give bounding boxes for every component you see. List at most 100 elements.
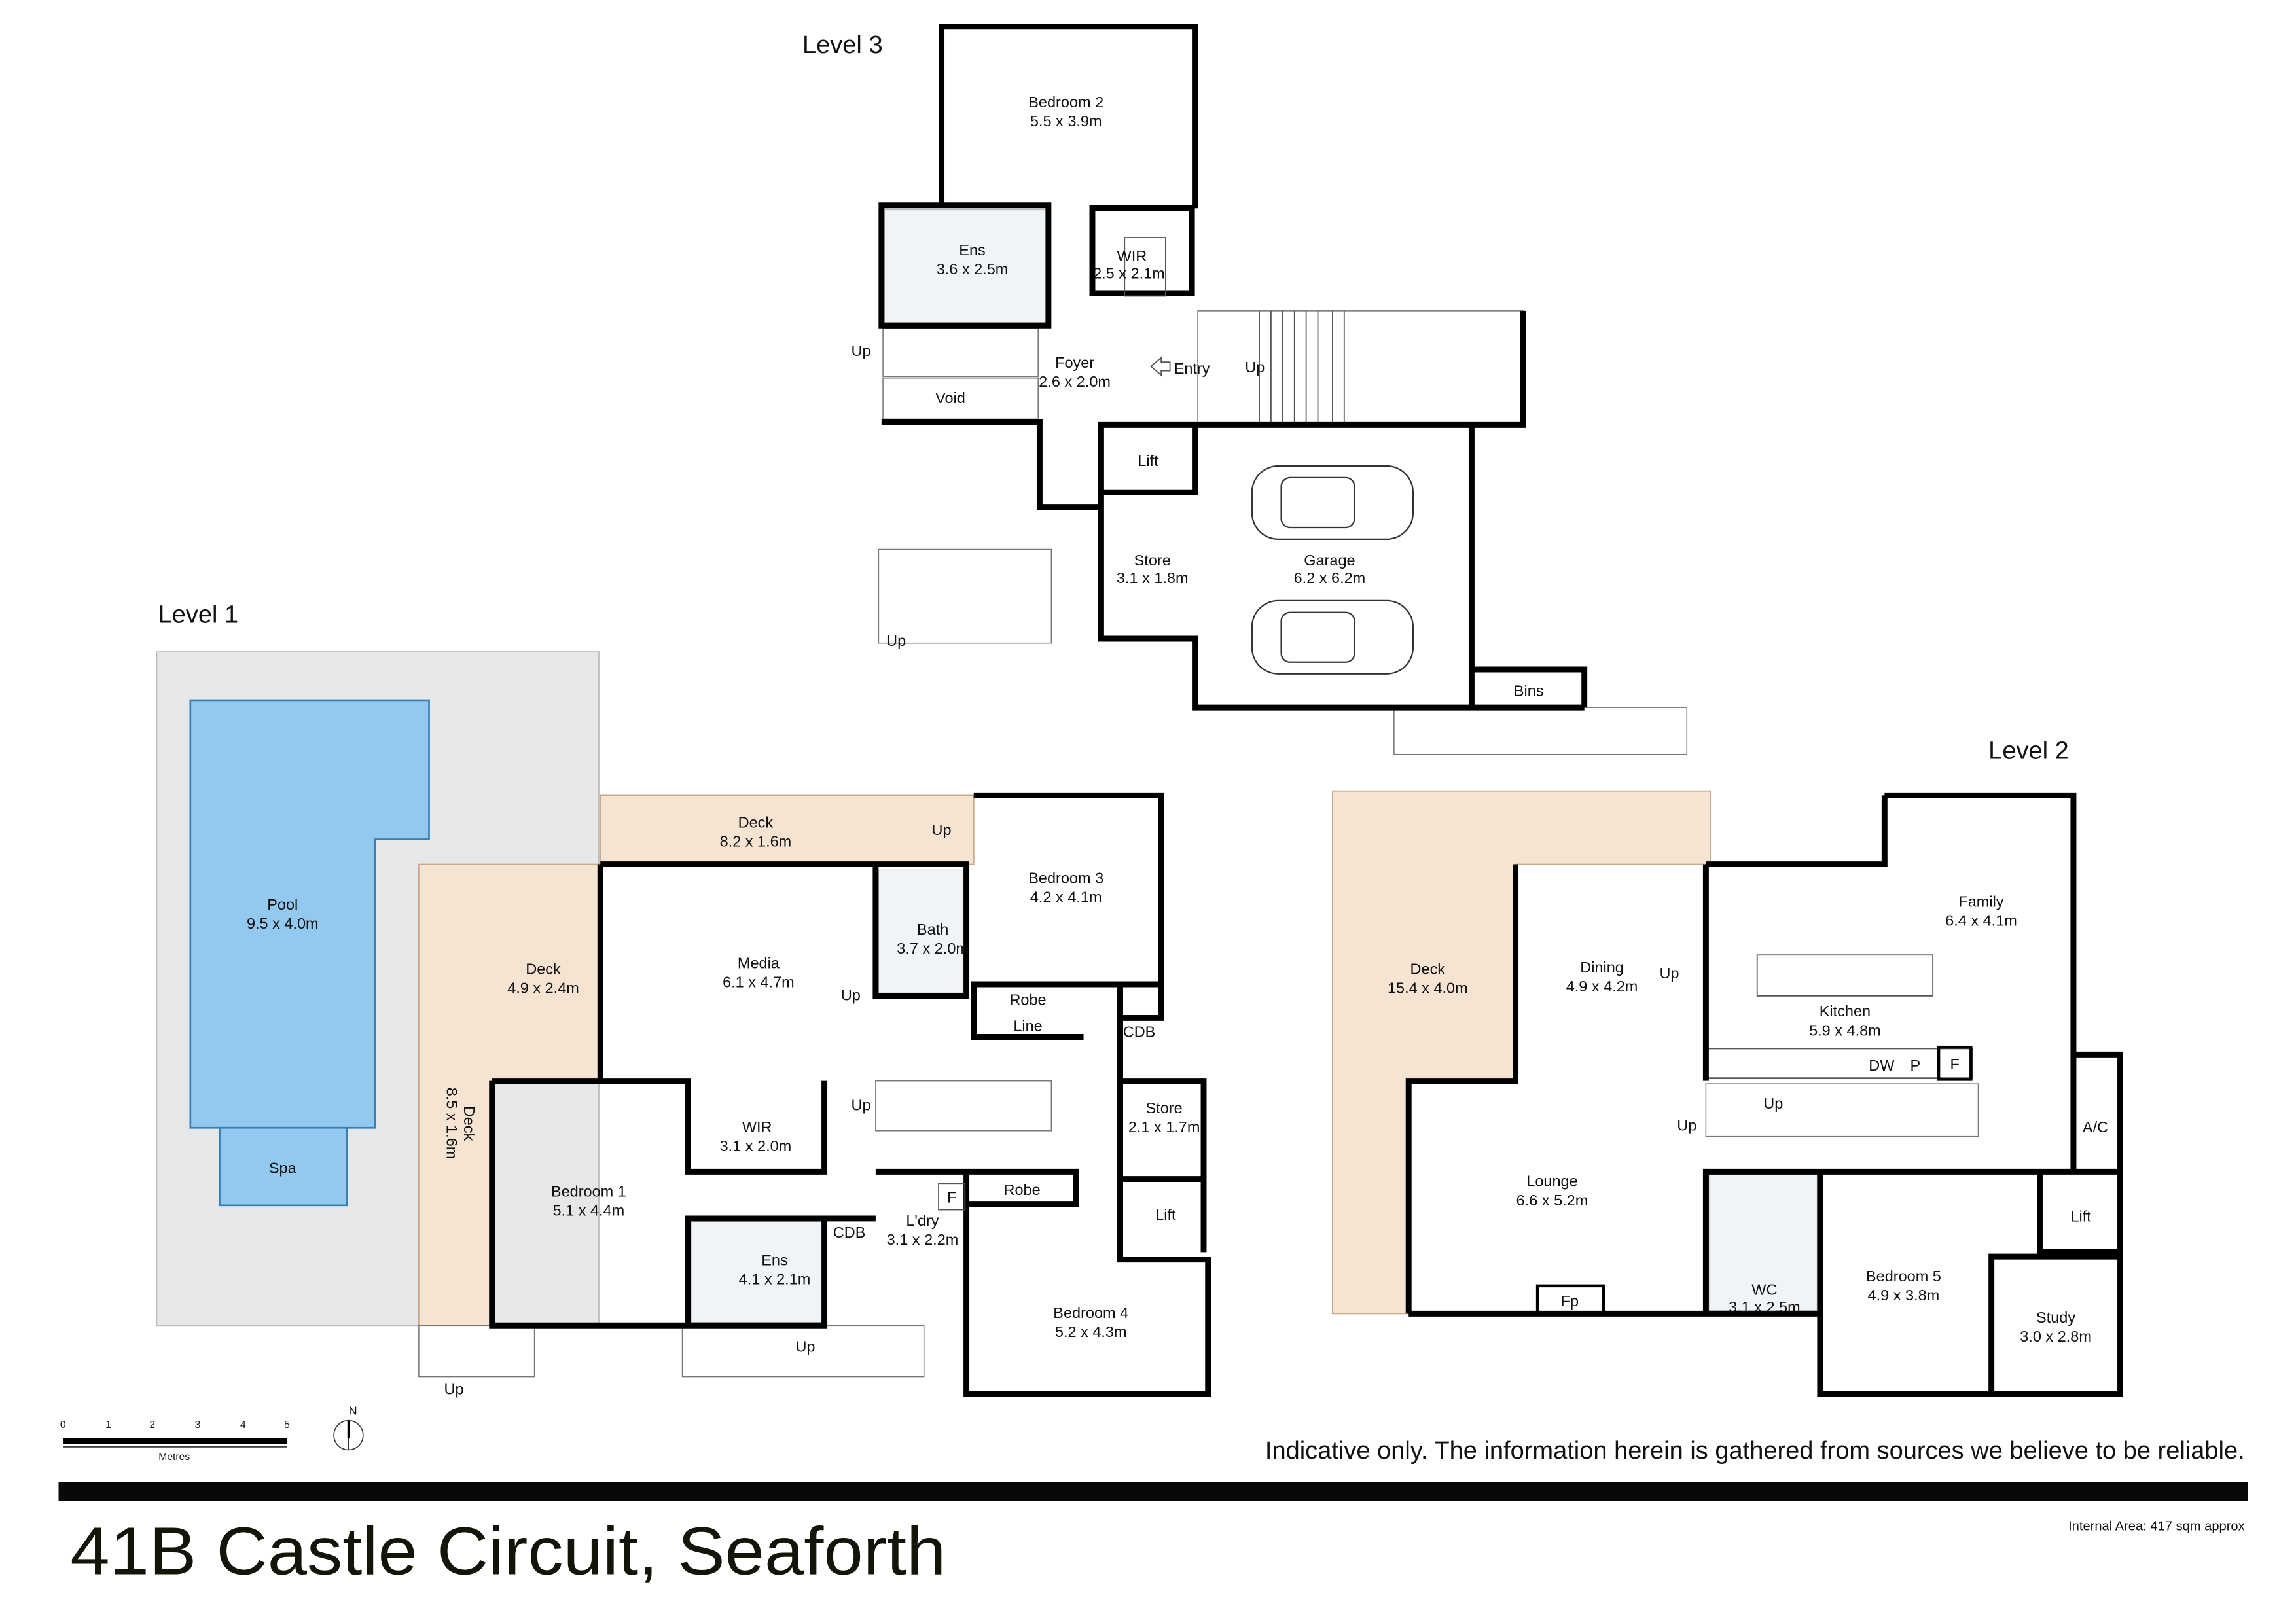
room-name: L'dry: [906, 1212, 939, 1229]
wc-floor: [1708, 1174, 1818, 1311]
room-dims: 4.9 x 4.2m: [1566, 978, 1638, 995]
room-dims: 3.6 x 2.5m: [937, 260, 1009, 277]
room-dims: 2.1 x 1.7m: [1128, 1118, 1200, 1135]
kitchen-island: [1756, 954, 1934, 997]
stairs: [875, 1080, 1052, 1132]
level-3-title: Level 3: [802, 31, 883, 59]
room-dims: 15.4 x 4.0m: [1388, 979, 1468, 996]
fridge-label: F: [1950, 1056, 1960, 1073]
room-dims: 5.5 x 3.9m: [1030, 113, 1102, 130]
room-dims: 3.0 x 2.8m: [2020, 1328, 2092, 1345]
room-name: Kitchen: [1820, 1003, 1871, 1020]
up-label: Up: [886, 632, 906, 649]
spa: [219, 1126, 348, 1207]
scale-unit: Metres: [158, 1452, 190, 1463]
room-name: WIR: [1117, 247, 1147, 264]
wardrobe: [1124, 237, 1166, 297]
room-dims: 2.6 x 2.0m: [1039, 373, 1111, 390]
lift-label: Lift: [1155, 1206, 1176, 1223]
room-name: Bedroom 1: [551, 1183, 626, 1200]
room-name: Family: [1958, 893, 2003, 910]
kitchen-bench: [1705, 1048, 1973, 1079]
room-name: Bath: [917, 921, 948, 938]
room-name: Pool: [267, 896, 298, 913]
robe-label: Robe: [1004, 1181, 1041, 1198]
internal-area: Internal Area: 417 sqm approx: [2068, 1519, 2245, 1533]
bins-label: Bins: [1514, 682, 1544, 699]
room-name: Bedroom 5: [1866, 1268, 1941, 1285]
car-icon: [1251, 465, 1414, 540]
room-dims: 6.2 x 6.2m: [1294, 569, 1366, 586]
room-dims: 8.5 x 1.6m: [443, 1088, 460, 1160]
deck: [1331, 790, 1711, 1315]
room-dims: 6.4 x 4.1m: [1945, 912, 2017, 929]
room-dims: 2.5 x 2.1m: [1093, 265, 1165, 282]
room-name: Store: [1146, 1099, 1183, 1116]
north-label: N: [349, 1404, 357, 1418]
fireplace: [1535, 1284, 1605, 1315]
fridge-space: [1937, 1045, 1973, 1081]
room-name: Deck: [461, 1106, 478, 1141]
level-2-plan: Level 2 Deck 15.4 x 4.0m Dining 4.9 x 4.…: [1331, 737, 2124, 1397]
stairs: [418, 1325, 535, 1378]
room-name: Deck: [526, 960, 561, 977]
stairs: [681, 1325, 925, 1378]
lift-label: Lift: [2070, 1207, 2091, 1224]
room-dims: 3.1 x 1.8m: [1117, 569, 1189, 586]
room-dims: 3.1 x 2.0m: [720, 1137, 792, 1154]
room-name: Foyer: [1055, 354, 1094, 371]
lift-label: Lift: [1138, 452, 1158, 469]
room-dims: 3.1 x 2.5m: [1729, 1298, 1801, 1315]
room-dims: 5.1 x 4.4m: [553, 1202, 625, 1219]
room-name: Media: [738, 954, 780, 971]
up-label: Up: [932, 821, 952, 838]
property-address: 41B Castle Circuit, Seaforth: [70, 1514, 946, 1589]
room-dims: 5.2 x 4.3m: [1055, 1323, 1127, 1340]
room-name: Deck: [738, 814, 774, 831]
room-name: Bedroom 4: [1053, 1304, 1128, 1321]
scale-tick: 0: [60, 1419, 66, 1431]
room-name: Study: [2036, 1309, 2075, 1326]
room-dims: 4.2 x 4.1m: [1030, 889, 1102, 906]
up-label: Up: [841, 987, 861, 1004]
scale-tick: 3: [195, 1419, 201, 1431]
room-dims: 5.9 x 4.8m: [1809, 1022, 1881, 1039]
deck-upper: [600, 794, 975, 865]
room-dims: 6.1 x 4.7m: [723, 973, 795, 990]
room-name: Garage: [1304, 552, 1355, 569]
void-label: Void: [935, 389, 965, 406]
ac-label: A/C: [2083, 1118, 2108, 1135]
room-name: Dining: [1580, 959, 1624, 976]
linen-label: Line: [1013, 1018, 1042, 1035]
stairs: [1705, 1083, 1979, 1137]
cupboard-label: CDB: [833, 1224, 866, 1241]
up-label: Up: [1763, 1095, 1783, 1112]
room-name: Lounge: [1526, 1173, 1577, 1190]
level-2-title: Level 2: [1988, 737, 2069, 764]
robe-label: Robe: [1009, 991, 1046, 1008]
room-dims: 3.7 x 2.0m: [897, 940, 969, 957]
divider-bar: [58, 1482, 2248, 1501]
room-dims: 8.2 x 1.6m: [720, 833, 792, 850]
up-label: Up: [444, 1380, 464, 1397]
room-name: Bedroom 2: [1028, 94, 1103, 111]
up-label: Up: [851, 342, 870, 359]
up-label: Up: [1677, 1117, 1696, 1134]
car-icon: [1251, 599, 1414, 675]
room-dims: 9.5 x 4.0m: [247, 915, 319, 932]
room-dims: 3.1 x 2.2m: [887, 1231, 959, 1248]
dishwasher-label: DW: [1869, 1057, 1895, 1074]
fridge-label: F: [947, 1188, 956, 1205]
ensuite-floor: [691, 1221, 824, 1323]
level-1-title: Level 1: [158, 601, 239, 628]
pool: [189, 699, 430, 1129]
room-name: Store: [1134, 552, 1171, 569]
up-label: Up: [1659, 965, 1679, 982]
ensuite-floor: [884, 209, 1049, 323]
level-1-plan: Level 1 Pool 9.5 x 4.0m Deck 8.2 x 1.6m …: [156, 601, 1211, 1397]
cupboard-label: CDB: [1123, 1024, 1156, 1041]
entry-label: Entry: [1174, 360, 1210, 377]
room-dims: 4.1 x 2.1m: [739, 1271, 811, 1288]
room-name: Bedroom 3: [1028, 870, 1103, 887]
